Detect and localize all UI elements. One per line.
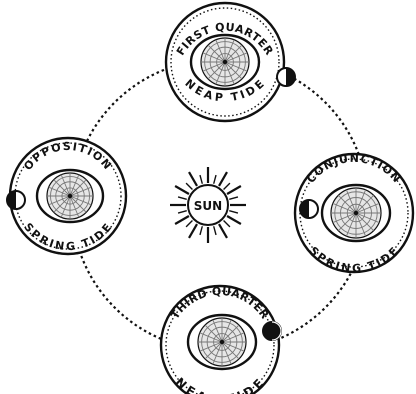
moon-icon	[300, 200, 318, 218]
opposition-position: OPPOSITION SPRING TIDE	[7, 138, 126, 254]
earth-globe-icon	[191, 35, 259, 89]
earth-globe-icon	[188, 315, 256, 369]
sun: SUN	[170, 167, 246, 243]
first-quarter-position: FIRST QUARTER NEAP TIDE	[166, 3, 295, 121]
earth-globe-icon	[37, 170, 103, 222]
sun-label: SUN	[194, 199, 222, 213]
third-quarter-position: THIRD QUARTER NEAP TIDE	[161, 285, 281, 394]
moon-icon	[277, 68, 295, 86]
moon-icon	[263, 322, 281, 340]
moon-icon	[7, 191, 25, 209]
conjunction-position: CONJUNCTION SPRING TIDE	[295, 152, 413, 275]
earth-globe-icon	[322, 185, 390, 241]
